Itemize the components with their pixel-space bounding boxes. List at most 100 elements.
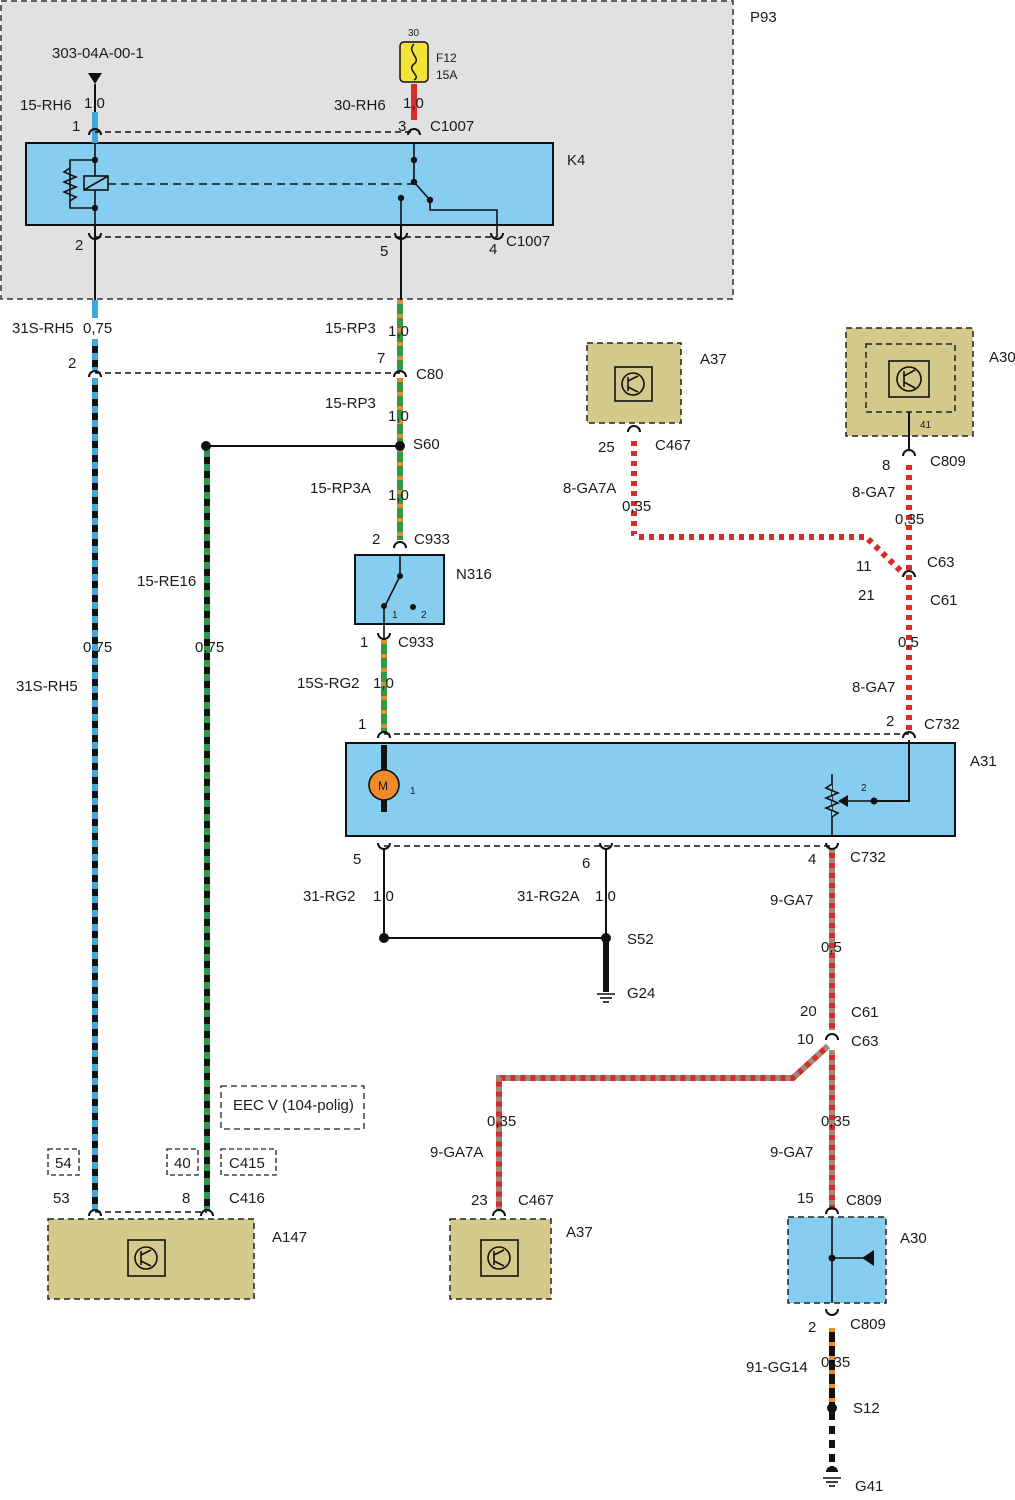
c933-label: C933 — [414, 531, 450, 548]
s12-splice — [827, 1403, 837, 1413]
pin-label: 23 — [471, 1192, 488, 1209]
wire-31s-rh5-label: 31S-RH5 — [16, 678, 78, 695]
gauge-label: 0,5 — [898, 634, 919, 651]
wire-31s-rh5-label: 31S-RH5 — [12, 320, 74, 337]
pin-label: 2 — [75, 237, 83, 254]
s52-splice — [601, 933, 611, 943]
fuse-name-label: F12 — [436, 51, 457, 65]
gauge-label: 1,0 — [388, 323, 409, 340]
fuse-icon — [399, 41, 429, 83]
a37-bottom-box — [449, 1218, 552, 1300]
c415-box — [220, 1148, 277, 1176]
gauge-label: 0,35 — [622, 498, 651, 515]
wire-15-rp3-label: 15-RP3 — [325, 395, 376, 412]
s60-branch-dot — [201, 441, 211, 451]
k4-label: K4 — [567, 152, 585, 169]
c1007-label: C1007 — [430, 118, 474, 135]
wire-9-ga7-label: 9-GA7 — [770, 892, 813, 909]
gauge-label: 0,75 — [195, 639, 224, 656]
pin-label: 20 — [800, 1003, 817, 1020]
pin-label: 4 — [808, 851, 816, 868]
s60-label: S60 — [413, 436, 440, 453]
relay-coil-icon — [61, 143, 412, 225]
motor-pin-label: 1 — [410, 786, 416, 797]
c809-label: C809 — [846, 1192, 882, 1209]
pin-label: 8 — [182, 1190, 190, 1207]
pin-label: 8 — [882, 457, 890, 474]
c416-label: C416 — [229, 1190, 265, 1207]
g41-label: G41 — [855, 1478, 883, 1495]
gauge-label: 0,35 — [487, 1113, 516, 1130]
eec-label-box — [220, 1085, 365, 1130]
s12-label: S12 — [853, 1400, 880, 1417]
source-ground-icon — [88, 73, 102, 84]
a30-pin-label: 41 — [920, 420, 932, 431]
wire-9-ga7a-label: 9-GA7A — [430, 1144, 483, 1161]
motor-icon — [368, 745, 400, 812]
transistor-icon-a30-top — [888, 360, 930, 398]
a31-label: A31 — [970, 753, 997, 770]
p93-label: P93 — [750, 9, 777, 26]
n316-pin-label: 1 — [392, 610, 398, 621]
transistor-icon-a37-bottom — [480, 1239, 519, 1277]
source-code-label: 303-04A-00-1 — [52, 45, 144, 62]
wire-8-ga7-label: 8-GA7 — [852, 484, 895, 501]
wire-15-rp3a-label: 15-RP3A — [310, 480, 371, 497]
pin-label: 2 — [372, 531, 380, 548]
fuse-pin-label: 30 — [408, 28, 420, 39]
pot-pin-label: 2 — [861, 783, 867, 794]
switch-icon — [383, 555, 401, 640]
c80-label: C80 — [416, 366, 444, 383]
s60-splice — [395, 441, 405, 451]
c732-label: C732 — [850, 849, 886, 866]
wire-8-ga7a-label: 8-GA7A — [563, 480, 616, 497]
eec-label: EEC V (104-polig) — [233, 1097, 354, 1114]
pin-label: 2 — [68, 355, 76, 372]
a147-box — [47, 1218, 255, 1300]
gauge-label: 0,5 — [821, 939, 842, 956]
a31-actuator-box — [345, 742, 956, 837]
pin-label: 53 — [53, 1190, 70, 1207]
wire-9-ga7a-run — [496, 1043, 831, 1210]
wire-pot-wiper — [874, 740, 910, 802]
a37-label: A37 — [700, 351, 727, 368]
a30-top-inner-box — [865, 343, 956, 413]
transistor-icon-a147 — [127, 1239, 166, 1277]
c1007-label: C1007 — [506, 233, 550, 250]
c933-label: C933 — [398, 634, 434, 651]
pin-label: 5 — [380, 243, 388, 260]
pin-label: 11 — [856, 558, 872, 575]
gauge-label: 1,0 — [373, 675, 394, 692]
c61-label: C61 — [851, 1004, 879, 1021]
pin-label: 4 — [489, 241, 497, 258]
gauge-label: 1,0 — [595, 888, 616, 905]
pin-label: 1 — [360, 634, 368, 651]
gauge-label: 1,0 — [373, 888, 394, 905]
c63-label: C63 — [851, 1033, 879, 1050]
a30-label: A30 — [989, 349, 1015, 366]
gauge-label: 1,0 — [403, 95, 424, 112]
c809-label: C809 — [930, 453, 966, 470]
potentiometer-icon — [823, 774, 872, 836]
a37-label: A37 — [566, 1224, 593, 1241]
pin-label: 1 — [358, 716, 366, 733]
s52-left-dot — [379, 933, 389, 943]
motor-label: M — [378, 779, 388, 793]
gauge-label: 0,35 — [895, 511, 924, 528]
c415-label: C415 — [229, 1155, 265, 1172]
wire-30-rh6-label: 30-RH6 — [334, 97, 386, 114]
wire-31-rg2-label: 31-RG2 — [303, 888, 356, 905]
pin-54-box — [47, 1148, 80, 1176]
gauge-label: 0,35 — [821, 1354, 850, 1371]
pin-label: 25 — [598, 439, 615, 456]
pin-label: 5 — [353, 851, 361, 868]
pin-label: 21 — [858, 587, 875, 604]
fuse-rating-label: 15A — [436, 68, 457, 82]
pin-label: 15 — [797, 1190, 814, 1207]
pin-40-box — [166, 1148, 199, 1176]
pin-label: 10 — [797, 1031, 814, 1048]
wire-15-re16-label: 15-RE16 — [137, 573, 196, 590]
pin-label: 1 — [72, 118, 80, 135]
pin-label: 2 — [886, 713, 894, 730]
ground-icon-g24 — [597, 993, 615, 1003]
